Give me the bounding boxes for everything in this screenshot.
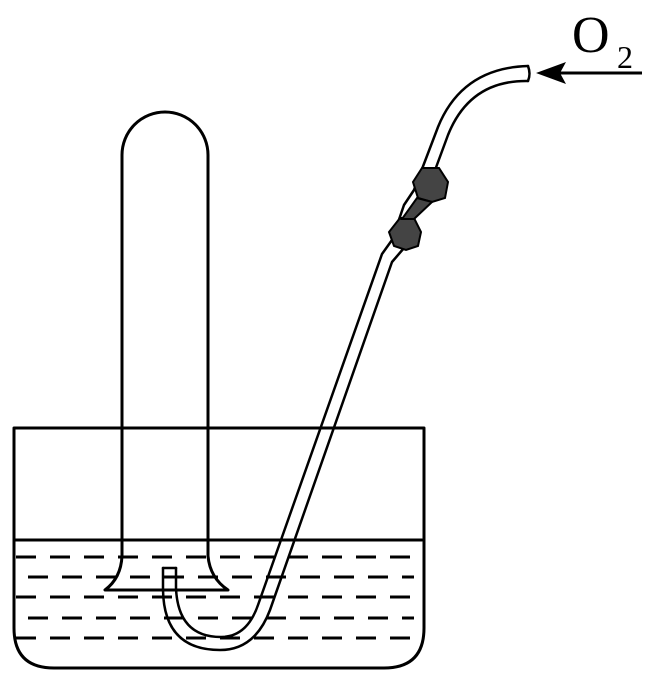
- arrow-head-icon: [536, 62, 566, 84]
- delivery-tube: [161, 64, 531, 652]
- gas-subscript: 2: [617, 39, 633, 75]
- gas-inlet-arrow: [536, 62, 642, 84]
- water-trough: [12, 426, 426, 670]
- gas-formula: O: [572, 7, 610, 64]
- test-tube-body: [120, 110, 210, 558]
- rubber-connector-upper: [411, 167, 450, 204]
- test-tube-mouth: [103, 554, 230, 592]
- delivery-tube-inlet-end: [526, 64, 531, 83]
- delivery-tube-outer-wall: [161, 79, 530, 652]
- gas-label: O 2: [572, 7, 633, 75]
- water: [13, 538, 424, 640]
- water-dashes: [16, 555, 414, 640]
- rubber-connector-neck: [400, 196, 434, 220]
- delivery-tube-inner-wall: [174, 64, 530, 639]
- rubber-connector: [387, 167, 450, 252]
- inverted-test-tube: [103, 110, 230, 592]
- rubber-connector-lower: [387, 217, 423, 252]
